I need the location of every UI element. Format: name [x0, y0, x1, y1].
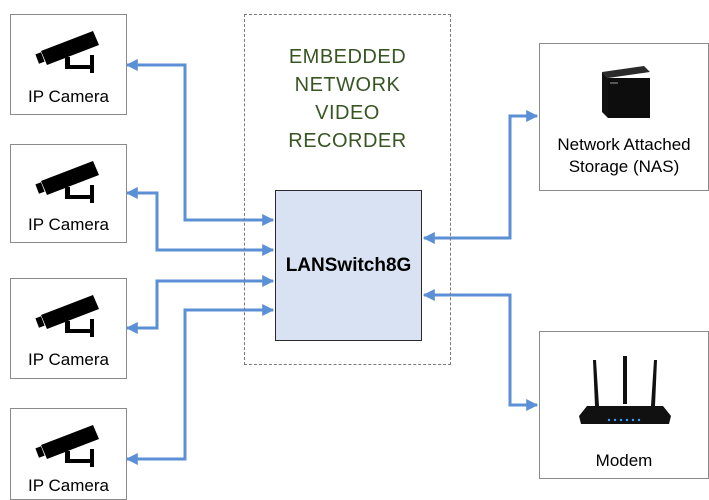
lan-switch-box[interactable]: LANSwitch8G [275, 190, 422, 341]
camera-label-1: IP Camera [28, 87, 109, 106]
switch-label: LANSwitch8G [285, 254, 412, 276]
camera-label-4: IP Camera [28, 476, 109, 495]
camera-box-4[interactable]: IP Camera [10, 408, 127, 500]
connector-camera-4 [125, 304, 275, 465]
camera-box-3[interactable]: IP Camera [10, 278, 127, 379]
nas-label: Network Attached Storage (NAS) [557, 135, 691, 176]
nvr-enclosure: EMBEDDED NETWORK VIDEO RECORDER [244, 14, 451, 365]
nvr-title: EMBEDDED NETWORK VIDEO RECORDER [288, 46, 407, 152]
cctv-camera-icon [35, 425, 99, 467]
cctv-camera-icon [35, 31, 99, 73]
camera-label-2: IP Camera [28, 215, 109, 234]
nas-box[interactable]: Network Attached Storage (NAS) [539, 43, 709, 191]
cctv-camera-icon [35, 295, 99, 337]
wifi-router-icon [579, 356, 671, 424]
connector-camera-2 [125, 187, 275, 256]
camera-box-2[interactable]: IP Camera [10, 144, 127, 243]
camera-label-3: IP Camera [28, 350, 109, 369]
modem-box[interactable]: Modem [539, 331, 709, 479]
connector-modem [422, 289, 539, 411]
camera-box-1[interactable]: IP Camera [10, 14, 127, 115]
cctv-camera-icon [35, 161, 99, 203]
modem-label: Modem [595, 451, 653, 470]
connector-nas [422, 110, 539, 244]
nas-enclosure-icon [602, 66, 650, 118]
